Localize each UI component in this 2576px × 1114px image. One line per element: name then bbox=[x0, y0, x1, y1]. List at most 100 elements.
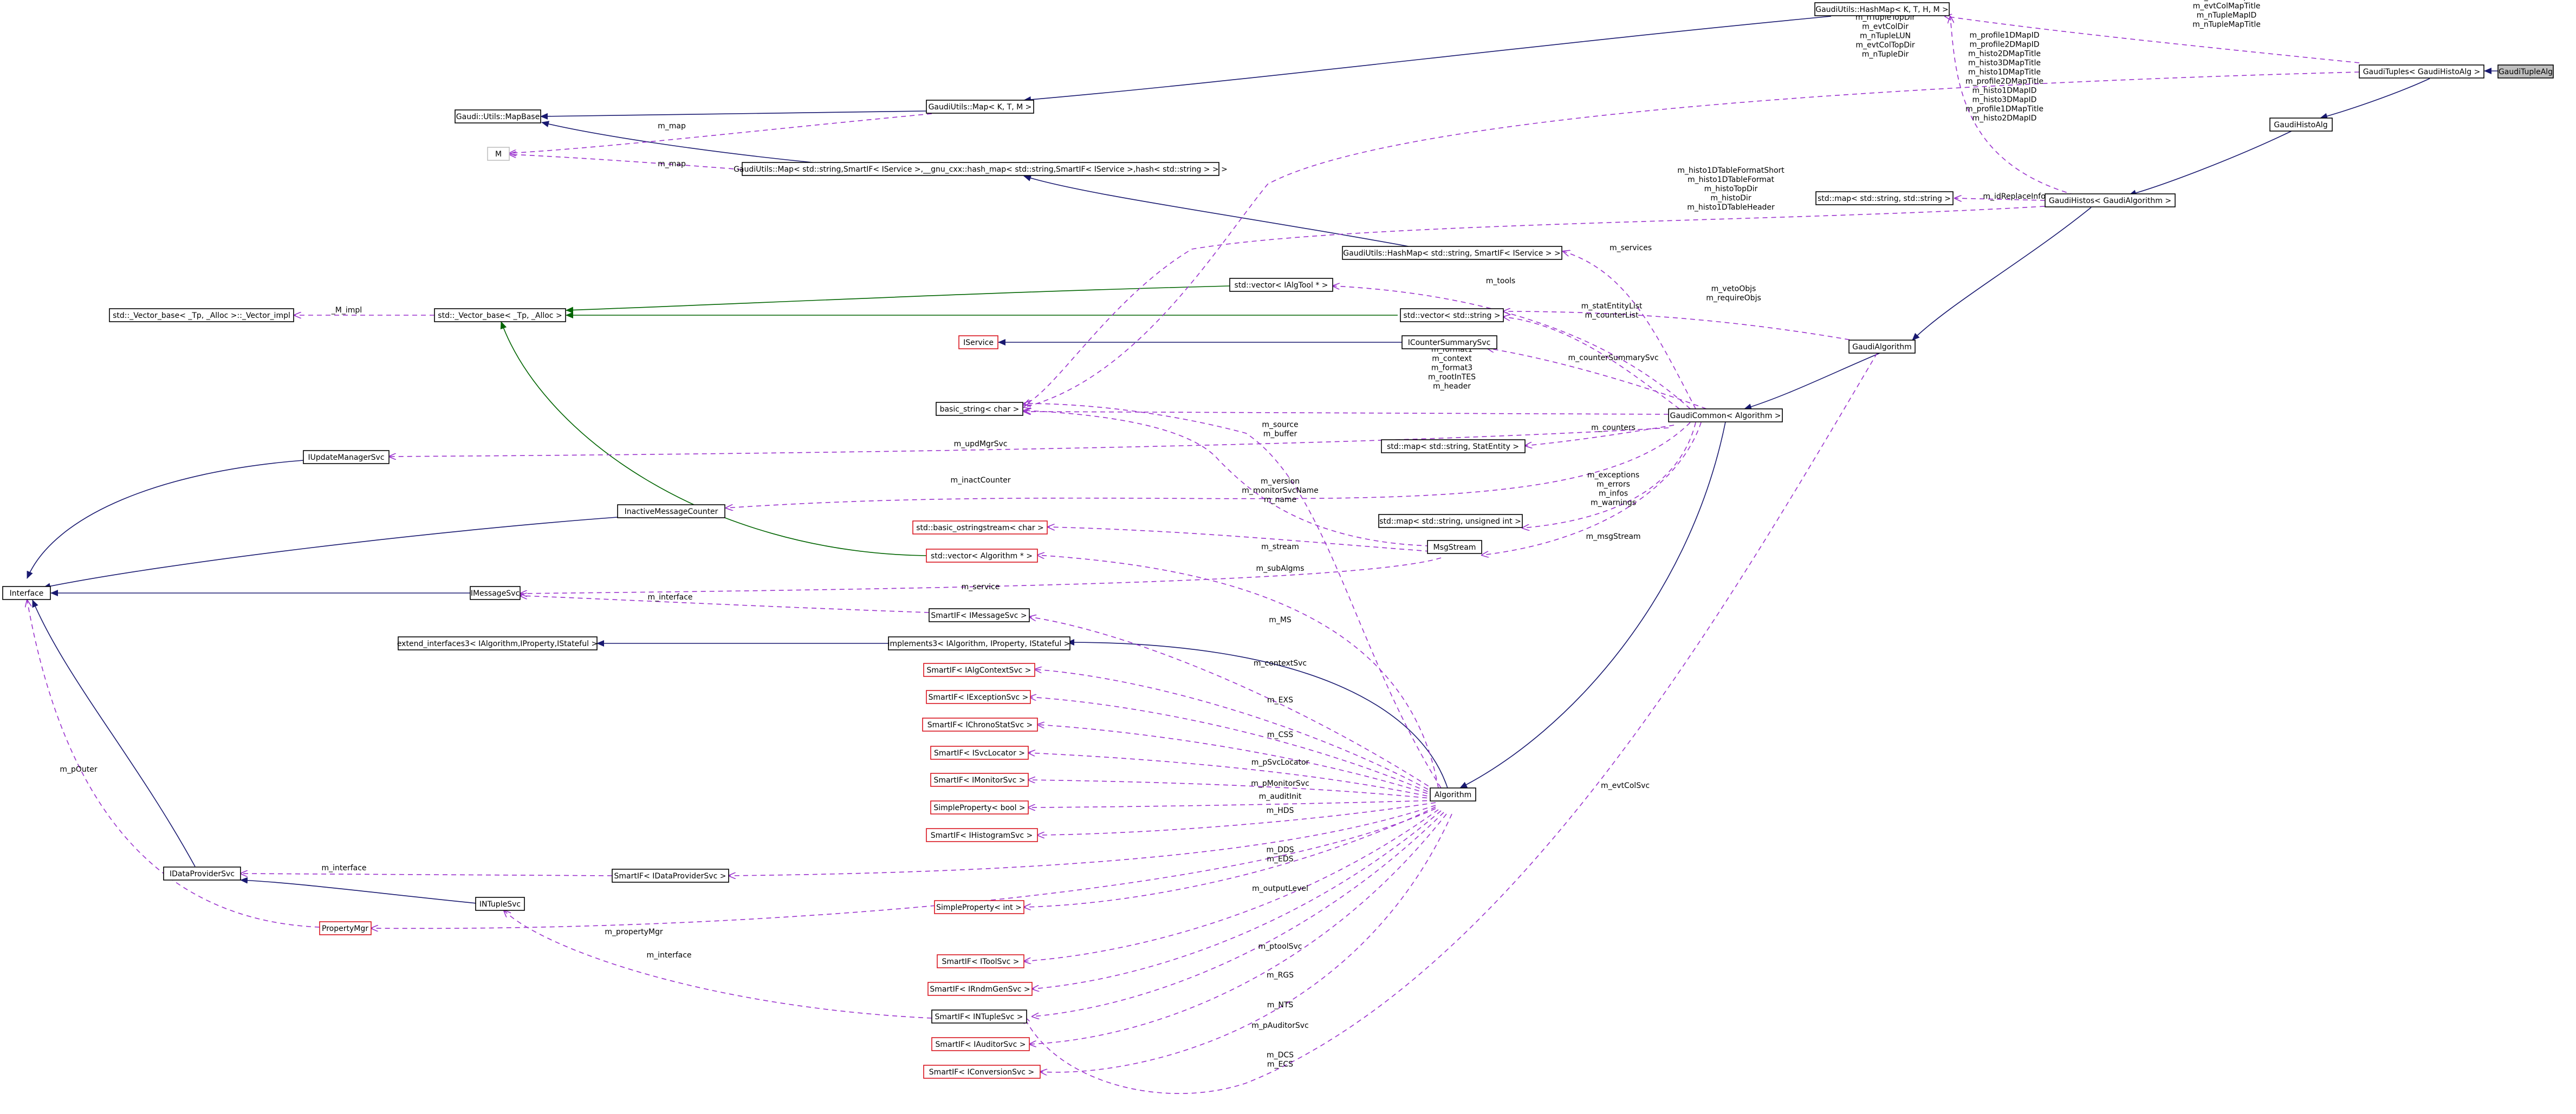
node-gaudituplealg[interactable]: GaudiTupleAlg bbox=[2497, 64, 2554, 79]
node-implements3[interactable]: implements3< IAlgorithm, IProperty, ISta… bbox=[888, 636, 1070, 650]
svg-text:SmartIF< IDataProviderSvc >: SmartIF< IDataProviderSvc > bbox=[614, 872, 726, 881]
node-vector-base[interactable]: std::_Vector_base< _Tp, _Alloc > bbox=[434, 308, 566, 322]
edge-label-line: m_interface bbox=[647, 593, 692, 602]
node-smartif-itoolsvc[interactable]: SmartIF< IToolSvc > bbox=[937, 954, 1024, 968]
node-basic-ostringstream[interactable]: std::basic_ostringstream< char > bbox=[912, 520, 1048, 535]
node-map-ktm[interactable]: GaudiUtils::Map< K, T, M > bbox=[926, 100, 1034, 114]
node-map-string-string[interactable]: std::map< std::string, std::string > bbox=[1815, 191, 1954, 205]
edge-use-algorithm-iconversion bbox=[1040, 813, 1452, 1072]
node-msgstream[interactable]: MsgStream bbox=[1427, 540, 1482, 554]
edge-label-line: m_MS bbox=[1269, 616, 1292, 624]
node-smartif-ihistogramsvc[interactable]: SmartIF< IHistogramSvc > bbox=[926, 828, 1038, 842]
edge-inherit-inactive-interface bbox=[43, 517, 618, 590]
node-vector-string[interactable]: std::vector< std::string > bbox=[1400, 308, 1504, 322]
edge-use-algorithm-ihistogram bbox=[1037, 802, 1436, 835]
svg-text:SmartIF< IRndmGenSvc >: SmartIF< IRndmGenSvc > bbox=[930, 985, 1030, 994]
node-vector-impl[interactable]: std::_Vector_base< _Tp, _Alloc >::_Vecto… bbox=[109, 308, 294, 322]
edge-label-line: m_requireObjs bbox=[1706, 294, 1761, 303]
edge-inherit-histoalg-histos bbox=[2129, 131, 2292, 197]
edge-label-line: m_version bbox=[1261, 477, 1300, 486]
node-m[interactable]: M bbox=[487, 147, 510, 161]
node-smartif-irndmgensvc[interactable]: SmartIF< IRndmGenSvc > bbox=[927, 982, 1033, 996]
node-gaudicommon[interactable]: GaudiCommon< Algorithm > bbox=[1668, 408, 1783, 422]
node-gaudihistos[interactable]: GaudiHistos< GaudiAlgorithm > bbox=[2045, 193, 2176, 207]
svg-text:SmartIF< IHistogramSvc >: SmartIF< IHistogramSvc > bbox=[931, 831, 1033, 840]
node-idataprovidersvc[interactable]: IDataProviderSvc bbox=[163, 867, 241, 881]
edge-label-line: m_ECS bbox=[1267, 1060, 1293, 1069]
node-smartif-iexceptionsvc[interactable]: SmartIF< IExceptionSvc > bbox=[926, 690, 1031, 704]
edge-label-line: m_map bbox=[658, 122, 686, 131]
node-map-statentity[interactable]: std::map< std::string, StatEntity > bbox=[1381, 439, 1526, 453]
node-smartif-ichronostatsvc[interactable]: SmartIF< IChronoStatSvc > bbox=[922, 718, 1038, 732]
label-interface-nt: m_interface bbox=[646, 951, 691, 960]
node-iupdatemanagersvc[interactable]: IUpdateManagerSvc bbox=[303, 450, 390, 464]
node-vector-algorithm[interactable]: std::vector< Algorithm * > bbox=[926, 549, 1038, 563]
svg-text:SmartIF< IAuditorSvc >: SmartIF< IAuditorSvc > bbox=[936, 1040, 1026, 1049]
edge-label-line: m_histo1DTableHeader bbox=[1687, 203, 1775, 212]
node-smartif-imonitorsvc[interactable]: SmartIF< IMonitorSvc > bbox=[930, 773, 1029, 787]
edge-use-smartifmsg-imessagesvc bbox=[520, 596, 930, 613]
node-map-unsigned[interactable]: std::map< std::string, unsigned int > bbox=[1378, 514, 1523, 528]
edge-label-line: m_pMonitorSvc bbox=[1251, 779, 1309, 788]
edge-inherit-hashmapservice-mapservice bbox=[1023, 175, 1409, 247]
edge-label-line: m_profile2DMapID bbox=[1969, 41, 2039, 49]
svg-text:IUpdateManagerSvc: IUpdateManagerSvc bbox=[308, 453, 384, 462]
node-mapbase[interactable]: Gaudi::Utils::MapBase bbox=[455, 109, 541, 123]
node-imessagesvc[interactable]: IMessageSvc bbox=[470, 586, 521, 600]
node-iservice[interactable]: IService bbox=[958, 335, 998, 349]
edge-use-propertymgr-interface bbox=[27, 600, 320, 928]
node-gaudialgorithm[interactable]: GaudiAlgorithm bbox=[1848, 340, 1916, 354]
node-smartif-intuplesvc[interactable]: SmartIF< INTupleSvc > bbox=[931, 1009, 1027, 1024]
svg-text:Interface: Interface bbox=[10, 589, 44, 598]
node-hashmap-ktm[interactable]: GaudiUtils::HashMap< K, T, H, M > bbox=[1814, 2, 1950, 16]
node-gaudituples[interactable]: GaudiTuples< GaudiHistoAlg > bbox=[2359, 64, 2484, 79]
node-map-service[interactable]: GaudiUtils::Map< std::string,SmartIF< IS… bbox=[734, 162, 1228, 176]
node-smartif-imessagesvc[interactable]: SmartIF< IMessageSvc > bbox=[929, 608, 1030, 622]
node-propertymgr[interactable]: PropertyMgr bbox=[319, 921, 372, 935]
node-interface[interactable]: Interface bbox=[2, 586, 51, 600]
edge-label-line: m_CSS bbox=[1267, 731, 1293, 739]
edge-inherit-gaudialg-common bbox=[1744, 353, 1880, 410]
svg-text:IMessageSvc: IMessageSvc bbox=[471, 589, 520, 598]
node-inactivemessagecounter[interactable]: InactiveMessageCounter bbox=[617, 504, 725, 518]
svg-text:std::map< std::string, std::st: std::map< std::string, std::string > bbox=[1818, 194, 1951, 203]
node-simpleproperty-int[interactable]: SimpleProperty< int > bbox=[934, 900, 1024, 914]
node-smartif-iconversionsvc[interactable]: SmartIF< IConversionSvc > bbox=[923, 1065, 1041, 1079]
node-smartif-iauditorsvc[interactable]: SmartIF< IAuditorSvc > bbox=[931, 1037, 1030, 1051]
node-icountersummarysvc[interactable]: ICounterSummarySvc bbox=[1401, 335, 1497, 349]
svg-text:SmartIF< IAlgContextSvc >: SmartIF< IAlgContextSvc > bbox=[926, 666, 1031, 675]
node-smartif-idataprovidersvc[interactable]: SmartIF< IDataProviderSvc > bbox=[612, 869, 729, 883]
node-hashmap-service[interactable]: GaudiUtils::HashMap< std::string, SmartI… bbox=[1342, 246, 1562, 260]
node-basic-string[interactable]: basic_string< char > bbox=[936, 402, 1023, 416]
edge-label-line: m_nTupleMapID bbox=[2197, 11, 2257, 20]
edge-use-algorithm-itoolsvc bbox=[1024, 809, 1439, 961]
label-counters: m_counters bbox=[1591, 424, 1636, 432]
edge-label-line: m_propertyMgr bbox=[605, 928, 663, 936]
edge-label-line: m_updMgrSvc bbox=[954, 440, 1008, 448]
node-algorithm[interactable]: Algorithm bbox=[1430, 787, 1476, 802]
svg-text:GaudiAlgorithm: GaudiAlgorithm bbox=[1852, 343, 1912, 351]
node-gaudihistoalg[interactable]: GaudiHistoAlg bbox=[2269, 118, 2333, 132]
node-extend-interfaces[interactable]: extend_interfaces3< IAlgorithm,IProperty… bbox=[397, 636, 598, 650]
node-vector-ialgtool[interactable]: std::vector< IAlgTool * > bbox=[1229, 278, 1333, 292]
edge-label-line: m_buffer bbox=[1263, 430, 1297, 439]
svg-text:std::_Vector_base< _Tp, _Alloc: std::_Vector_base< _Tp, _Alloc >::_Vecto… bbox=[113, 311, 290, 320]
edge-label-line: m_contextSvc bbox=[1254, 659, 1307, 668]
svg-text:std::vector< std::string >: std::vector< std::string > bbox=[1403, 311, 1500, 320]
edge-label-line: m_errors bbox=[1597, 480, 1630, 489]
edge-label-line: m_nTupleLUN bbox=[1860, 32, 1911, 41]
node-smartif-ialgcontextsvc[interactable]: SmartIF< IAlgContextSvc > bbox=[923, 663, 1035, 677]
edge-use-algorithm-ichrono bbox=[1037, 725, 1436, 797]
edge-label-line: m_pOuter bbox=[60, 765, 98, 774]
label-updmgr: m_updMgrSvc bbox=[954, 440, 1008, 448]
node-simpleproperty-bool[interactable]: SimpleProperty< bool > bbox=[930, 800, 1029, 815]
node-intuplesvc[interactable]: INTupleSvc bbox=[475, 897, 525, 911]
svg-text:SmartIF< IExceptionSvc >: SmartIF< IExceptionSvc > bbox=[929, 693, 1029, 702]
svg-text:Algorithm: Algorithm bbox=[1435, 791, 1472, 799]
svg-text:std::_Vector_base< _Tp, _Alloc: std::_Vector_base< _Tp, _Alloc > bbox=[438, 311, 562, 320]
edge-use-histos-mapstring bbox=[1955, 198, 2046, 200]
node-smartif-isvclocator[interactable]: SmartIF< ISvcLocator > bbox=[930, 746, 1029, 760]
svg-text:GaudiTuples< GaudiHistoAlg >: GaudiTuples< GaudiHistoAlg > bbox=[2363, 68, 2481, 76]
edge-use-gaudialg-smartifntuple bbox=[1024, 353, 1878, 1094]
